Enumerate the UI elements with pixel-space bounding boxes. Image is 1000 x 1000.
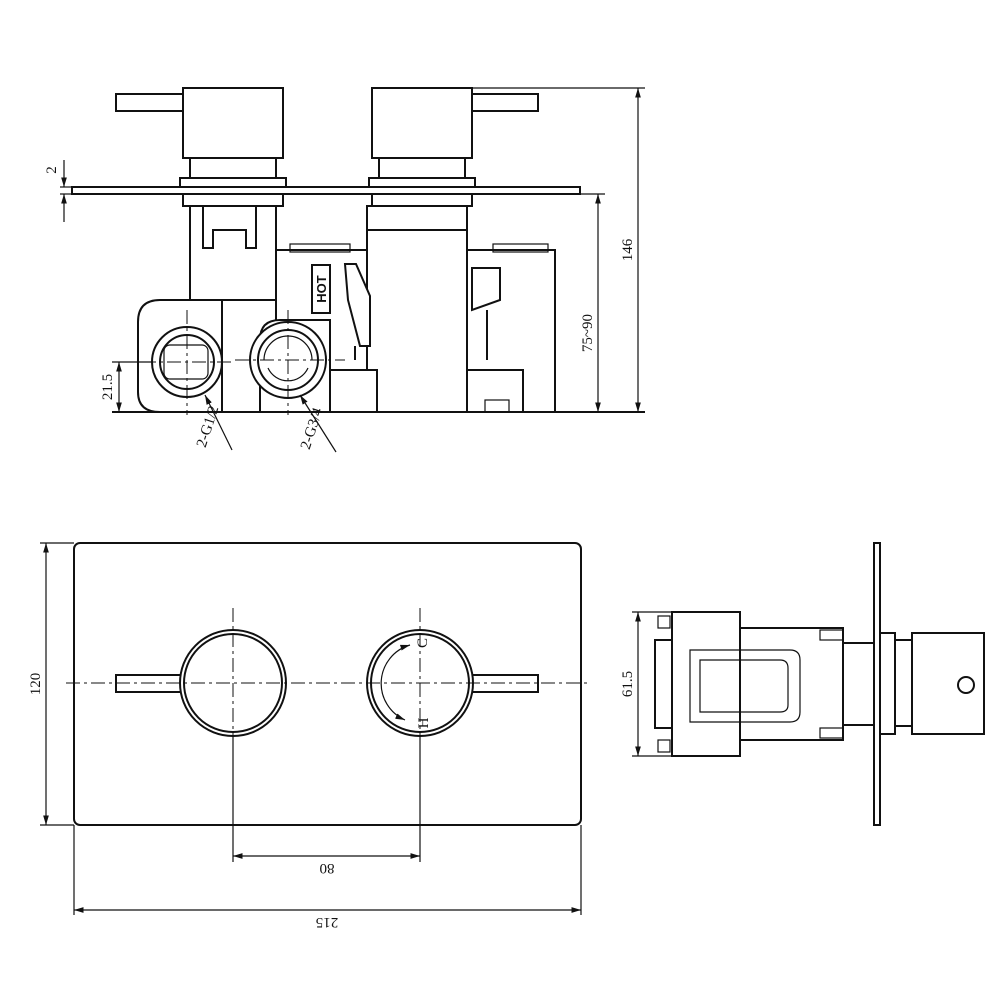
dim-plate-thickness: 2 (44, 166, 60, 174)
right-valve-body (366, 205, 468, 231)
cover-plate (71, 186, 581, 195)
hot-label: HOT (314, 275, 329, 303)
dim-plate-width: 215 (316, 914, 339, 930)
right-handle (368, 87, 539, 188)
top-view: HOT 2 146 (44, 87, 645, 453)
hot-label-box (311, 264, 331, 314)
side-valve-body (671, 611, 741, 757)
left-valve-body (189, 205, 277, 301)
left-handle (115, 87, 287, 188)
front-view: C H 80 215 120 (28, 542, 590, 930)
diverter-lever (343, 263, 371, 347)
side-view: 61.5 (620, 542, 985, 826)
dim-total-height: 146 (620, 238, 636, 261)
dim-inlet-height: 21.5 (100, 374, 116, 400)
dial-mark-cold: C (415, 638, 431, 648)
dim-depth-range: 75~90 (580, 314, 596, 352)
dial-mark-hot: H (416, 717, 432, 728)
dim-plate-height: 120 (28, 673, 44, 696)
dim-body-height: 61.5 (620, 671, 636, 697)
dim-valve-spacing: 80 (320, 860, 335, 876)
front-plate (73, 542, 582, 826)
